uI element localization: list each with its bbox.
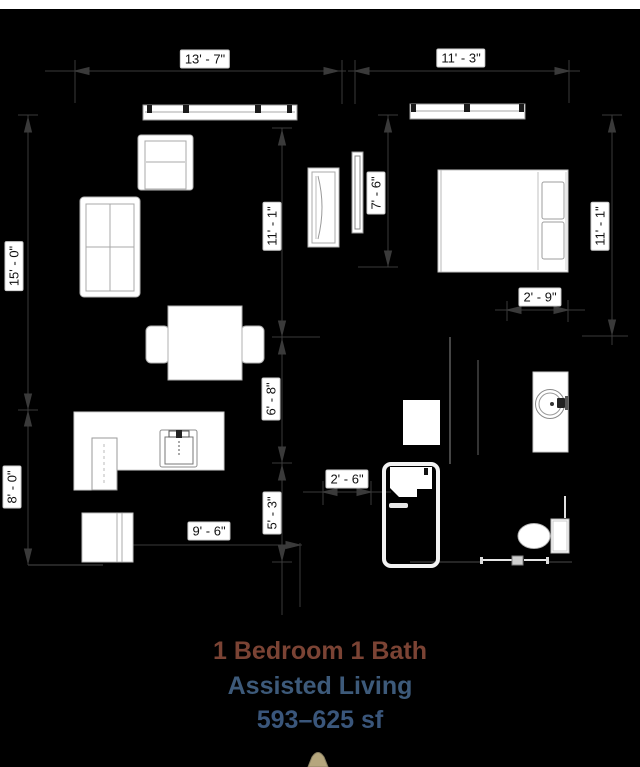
pocket-door-icon [480, 555, 549, 566]
grab-bar-icon [389, 503, 408, 508]
pointer-icon [307, 752, 329, 767]
kitchen-sink-icon [159, 429, 198, 468]
dim-entry-height: 5' - 3" [262, 491, 282, 535]
armchair-icon [137, 134, 194, 191]
toilet-icon [517, 496, 570, 554]
square-footage: 593–625 sf [256, 706, 384, 734]
pillow-icon [541, 221, 565, 260]
dim-living-height: 11' - 1" [262, 201, 282, 251]
window-icon [142, 104, 298, 121]
dining-chair-icon [240, 325, 265, 364]
dim-bed-clearance: 2' - 9" [518, 287, 562, 307]
dim-bedroom-inner: 7' - 6" [366, 171, 386, 215]
wall-lines [28, 337, 572, 566]
closet-box-icon [403, 400, 440, 445]
dim-left-lower-height: 8' - 0" [2, 465, 22, 509]
shower-icon [382, 462, 440, 568]
dim-left-upper-height: 15' - 0" [4, 240, 24, 292]
dimension-lines [18, 60, 628, 615]
dim-top-right-width: 11' - 3" [436, 48, 486, 68]
care-level-title: Assisted Living [227, 672, 413, 700]
dim-bath-clearance: 2' - 6" [325, 469, 369, 489]
unit-type-title: 1 Bedroom 1 Bath [213, 637, 427, 665]
dim-top-left-width: 13' - 7" [179, 49, 231, 69]
base-cabinet-icon [81, 512, 134, 563]
dim-bedroom-height: 11' - 1" [590, 201, 610, 251]
title-block: 1 Bedroom 1 Bath Assisted Living 593–625… [0, 633, 640, 737]
shower-seat-icon [390, 467, 432, 497]
kitchen-counter-icon [73, 411, 225, 491]
dim-kitchen-height: 6' - 8" [261, 377, 281, 421]
dining-chair-icon [145, 325, 170, 364]
top-white-strip [0, 0, 640, 9]
dining-table-icon [145, 305, 265, 381]
sofa-icon [79, 196, 141, 298]
window-icon [409, 103, 526, 120]
vanity-icon [532, 371, 569, 453]
media-console-icon [307, 167, 340, 248]
wall-tv-icon [351, 151, 364, 234]
bed-icon [437, 169, 569, 273]
dim-kitchen-width: 9' - 6" [187, 521, 231, 541]
pillow-icon [541, 181, 565, 220]
